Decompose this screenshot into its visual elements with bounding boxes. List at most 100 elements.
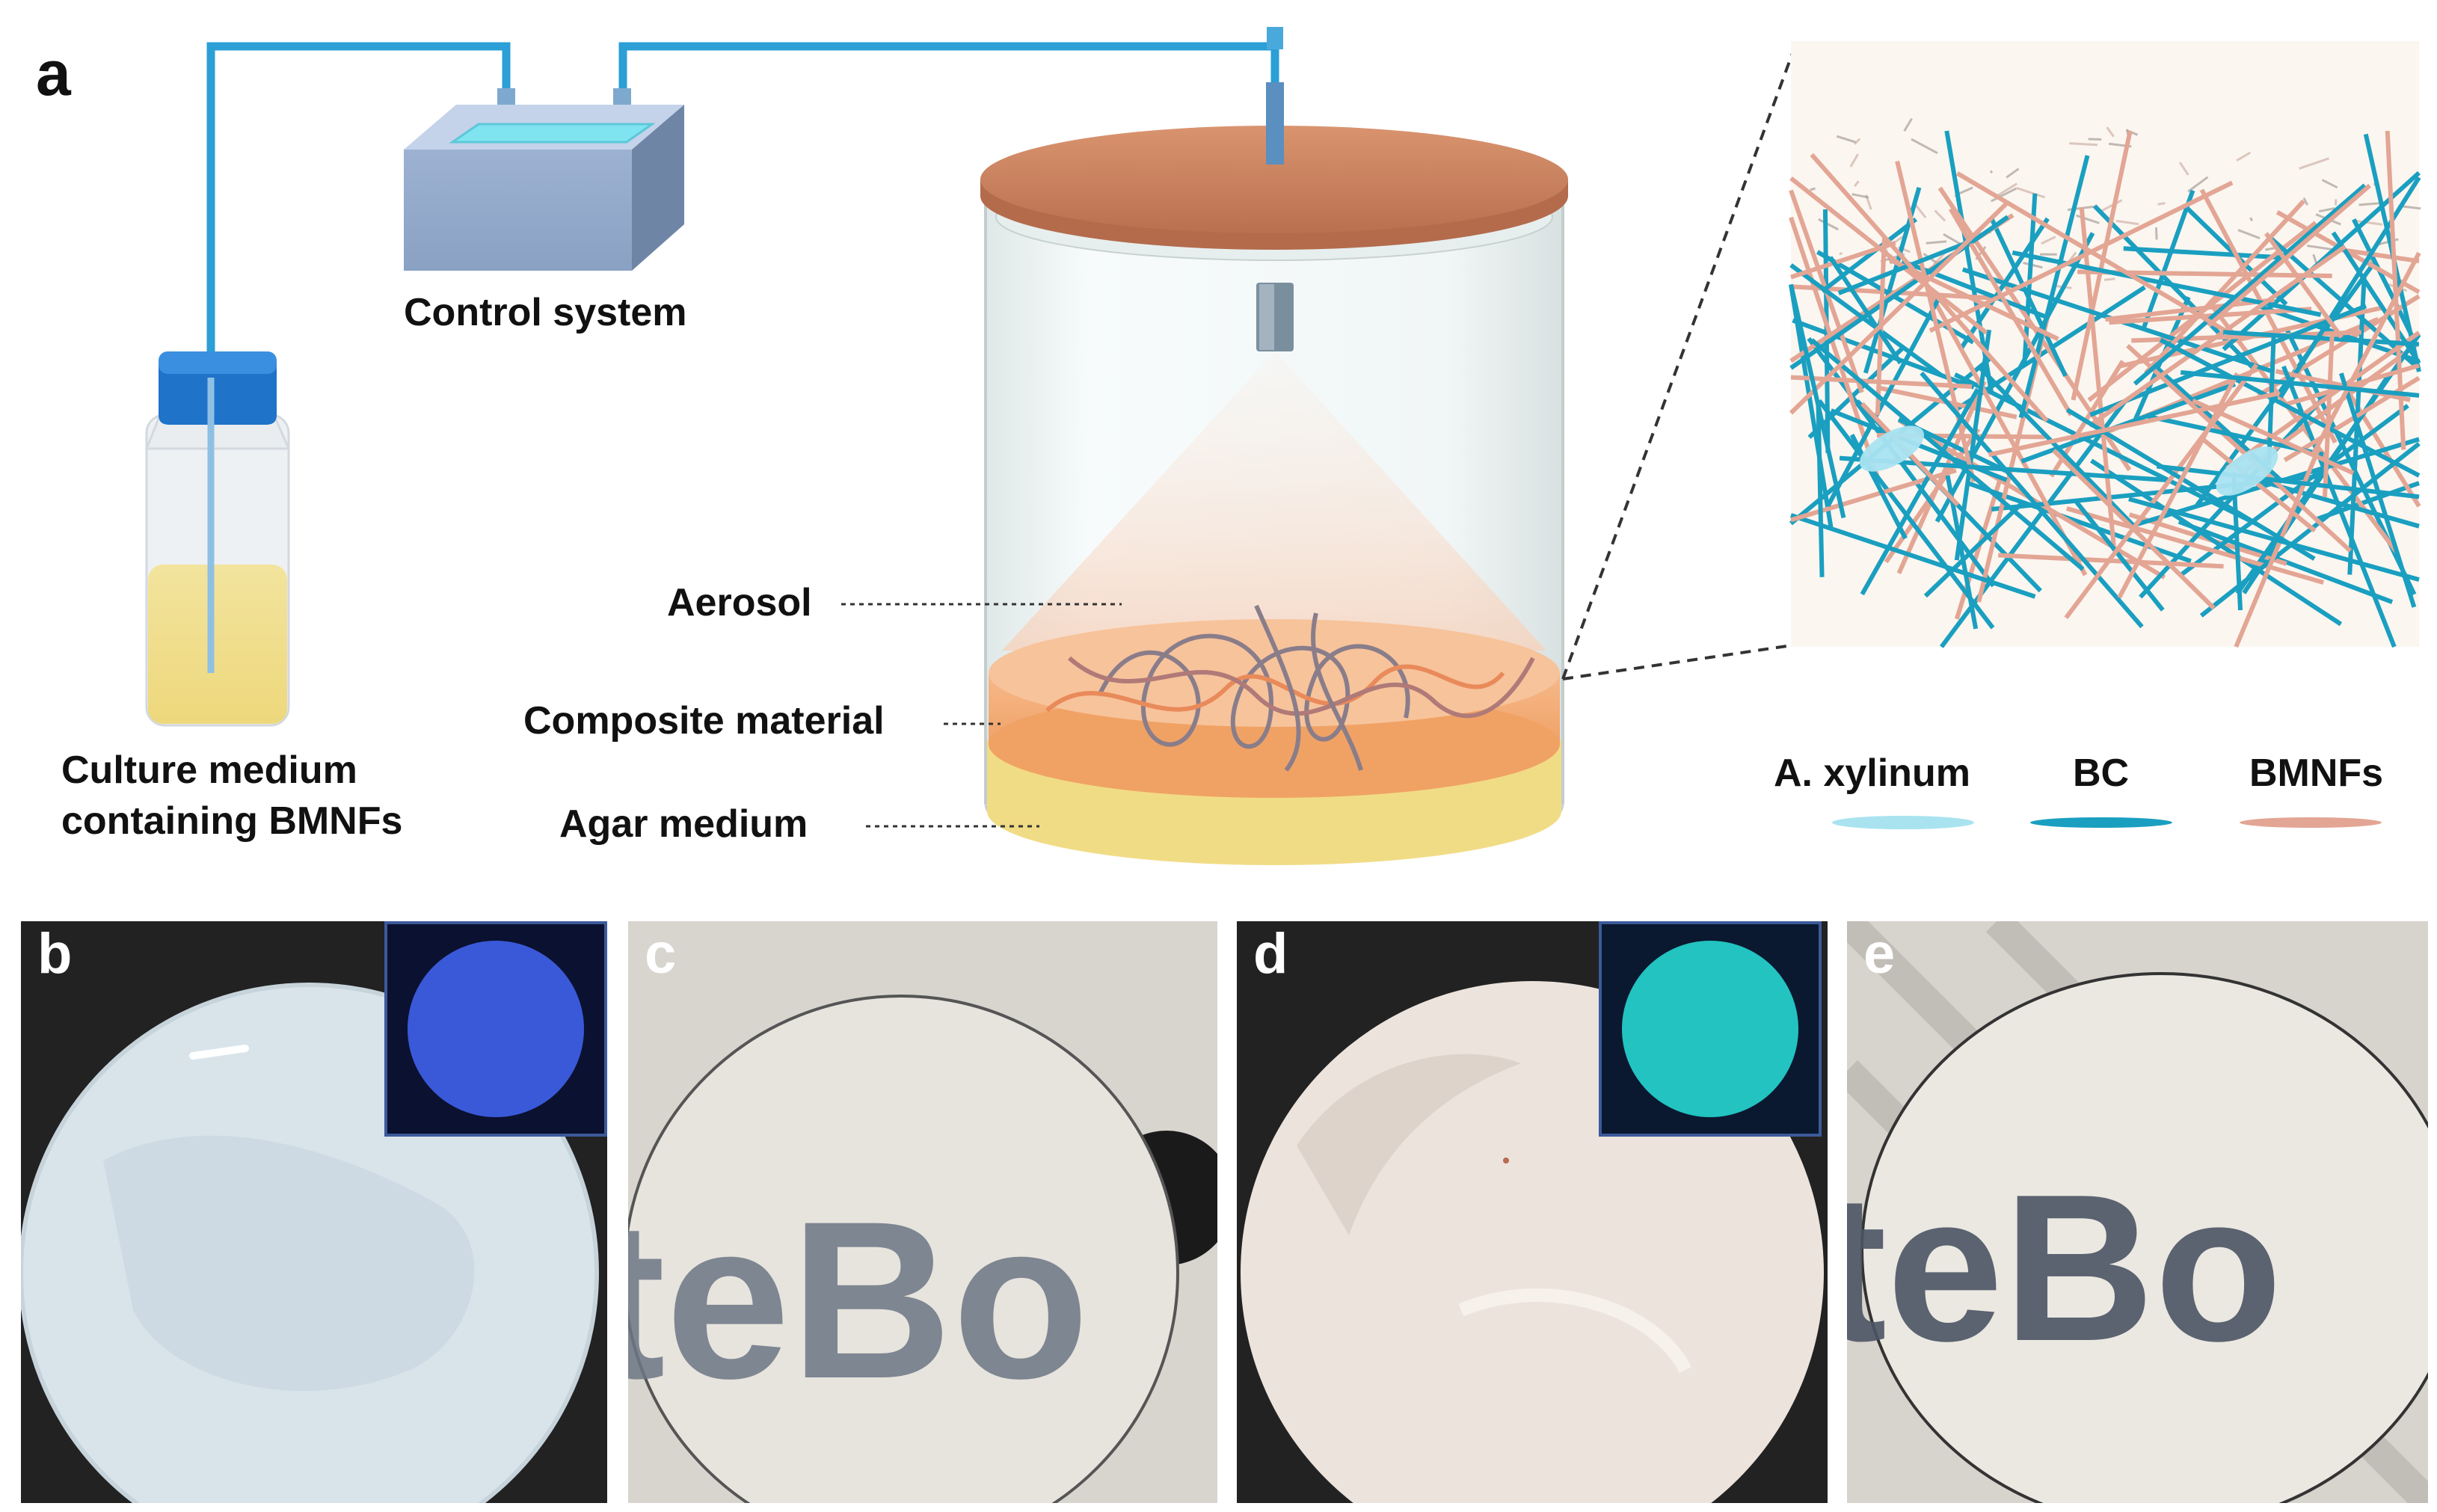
control-system-label: Control system bbox=[404, 291, 687, 334]
fiber-strand bbox=[2088, 245, 2347, 428]
fiber-strand bbox=[2178, 162, 2189, 176]
leader-lines bbox=[841, 40, 1798, 828]
fiber-strand bbox=[2065, 505, 2325, 585]
fiber-strand bbox=[1810, 338, 2085, 571]
fiber-strand bbox=[1789, 200, 2010, 415]
photo-panel-c: teBo c bbox=[628, 921, 1217, 1503]
fiber-strand bbox=[2322, 335, 2335, 497]
fiber-strand bbox=[2385, 130, 2406, 450]
aerosol-cone bbox=[1002, 351, 1546, 651]
photo-panel-e: teBo e bbox=[1847, 921, 2428, 1503]
fiber-strand bbox=[2020, 381, 2236, 464]
legend-swatch-bmnfs bbox=[2240, 817, 2382, 828]
fiber-strand bbox=[2076, 214, 2100, 224]
control-system-box bbox=[404, 88, 684, 271]
fiber-strand bbox=[2159, 337, 2421, 478]
fiber-strand bbox=[2223, 330, 2420, 347]
legend-swatches bbox=[1832, 816, 2382, 829]
fiber-strand bbox=[2192, 399, 2355, 476]
fiber-strand bbox=[1790, 513, 2036, 599]
fiber-strand bbox=[1911, 138, 1938, 155]
uv-inset-d bbox=[1599, 921, 1822, 1137]
fiber-strand bbox=[2199, 188, 2338, 444]
fiber-strand bbox=[2106, 126, 2115, 138]
fiber-strand bbox=[1790, 375, 1973, 389]
fiber-strand bbox=[1860, 387, 1980, 596]
fiber-strand bbox=[1849, 434, 1908, 540]
fiber-strand bbox=[2071, 130, 2133, 401]
fiber-strand bbox=[2128, 497, 2420, 583]
fiber-strand bbox=[2089, 304, 2367, 417]
fiber-strand bbox=[2156, 464, 2420, 500]
fiber-strand bbox=[1895, 160, 1976, 482]
fiber-strand bbox=[2278, 176, 2421, 399]
photo-panel-b: b bbox=[21, 921, 607, 1503]
fiber-strand bbox=[2133, 183, 2367, 386]
bottle-label-line2: containing BMNFs bbox=[61, 799, 403, 843]
fiber-strand bbox=[2237, 229, 2261, 240]
bacterium-cell bbox=[1860, 425, 1924, 472]
panel-letter-b: b bbox=[37, 922, 73, 986]
fiber-strand bbox=[1789, 283, 1846, 519]
fiber-strand bbox=[1849, 153, 1859, 168]
fiber-strand bbox=[2015, 186, 2046, 199]
fiber-strand bbox=[2207, 183, 2372, 328]
fiber-strand bbox=[1901, 259, 2049, 320]
fiber-strand bbox=[1807, 346, 1904, 440]
fiber-strand bbox=[1818, 218, 1839, 231]
fiber-strand bbox=[1810, 153, 2049, 422]
fiber-strand bbox=[2142, 189, 2195, 329]
fiber-strand bbox=[1926, 289, 2088, 577]
tangled-fibers bbox=[1045, 604, 1535, 772]
fiber-strand bbox=[2231, 472, 2243, 611]
fiber-strand bbox=[2157, 202, 2166, 206]
fiber-strand bbox=[2090, 458, 2343, 627]
fiber-strand bbox=[2018, 155, 2090, 419]
fiber-strand bbox=[2234, 446, 2322, 648]
fiber-strand bbox=[1920, 371, 2144, 629]
fiber-strand bbox=[2257, 294, 2421, 398]
fiber-strand bbox=[1988, 391, 2277, 458]
fiber-strand bbox=[2353, 219, 2383, 226]
fiber-strand bbox=[2306, 245, 2335, 251]
fiber-strand bbox=[2065, 408, 2316, 561]
agar-medium-label: Agar medium bbox=[559, 802, 808, 846]
fiber-strand bbox=[2302, 197, 2309, 206]
fiber-strand bbox=[1816, 405, 1825, 577]
sample-disc-c bbox=[628, 995, 1179, 1503]
fiber-strand bbox=[1789, 176, 1988, 335]
legend-swatch-bc bbox=[2030, 817, 2172, 828]
fiber-strand bbox=[1896, 380, 1987, 574]
panel-letter-d: d bbox=[1253, 922, 1288, 986]
fiber-strand bbox=[2074, 500, 2165, 612]
fiber-strand bbox=[1955, 171, 2232, 336]
fiber-strand bbox=[1810, 187, 1816, 191]
fiber-strand bbox=[1854, 180, 1860, 187]
fiber-strand bbox=[2299, 157, 2329, 170]
fiber-strand bbox=[1991, 187, 2017, 203]
legend-label-bc: BC bbox=[2073, 752, 2130, 795]
sample-disc-e bbox=[1860, 972, 2428, 1503]
panel-letter-a: a bbox=[36, 38, 71, 108]
legend-label-a-xylinum: A. xylinum bbox=[1774, 752, 1970, 795]
legend-label-bmnfs: BMNFs bbox=[2249, 752, 2384, 795]
fiber-strand bbox=[2358, 202, 2381, 206]
fiber-strand bbox=[2069, 142, 2098, 147]
aerosol-label: Aerosol bbox=[667, 581, 812, 624]
fiber-strand bbox=[1792, 318, 1975, 390]
fiber-strand bbox=[1929, 180, 2234, 333]
fiber-strand bbox=[1926, 240, 1947, 245]
fiber-strand bbox=[2264, 232, 2344, 339]
bacterium-cell bbox=[2216, 446, 2278, 496]
fiber-strand bbox=[1836, 135, 1856, 144]
fiber-strand bbox=[1839, 251, 1843, 256]
fiber-strand bbox=[2115, 219, 2139, 226]
fiber-strand bbox=[1934, 232, 2095, 523]
apparatus-diagram bbox=[144, 27, 2421, 865]
fiber-strand bbox=[1854, 138, 1861, 145]
composite-material-label: Composite material bbox=[523, 699, 885, 743]
background-print-e: teBo bbox=[1847, 1152, 2282, 1385]
fiber-strand bbox=[2154, 227, 2158, 240]
fiber-strand bbox=[2287, 363, 2420, 406]
